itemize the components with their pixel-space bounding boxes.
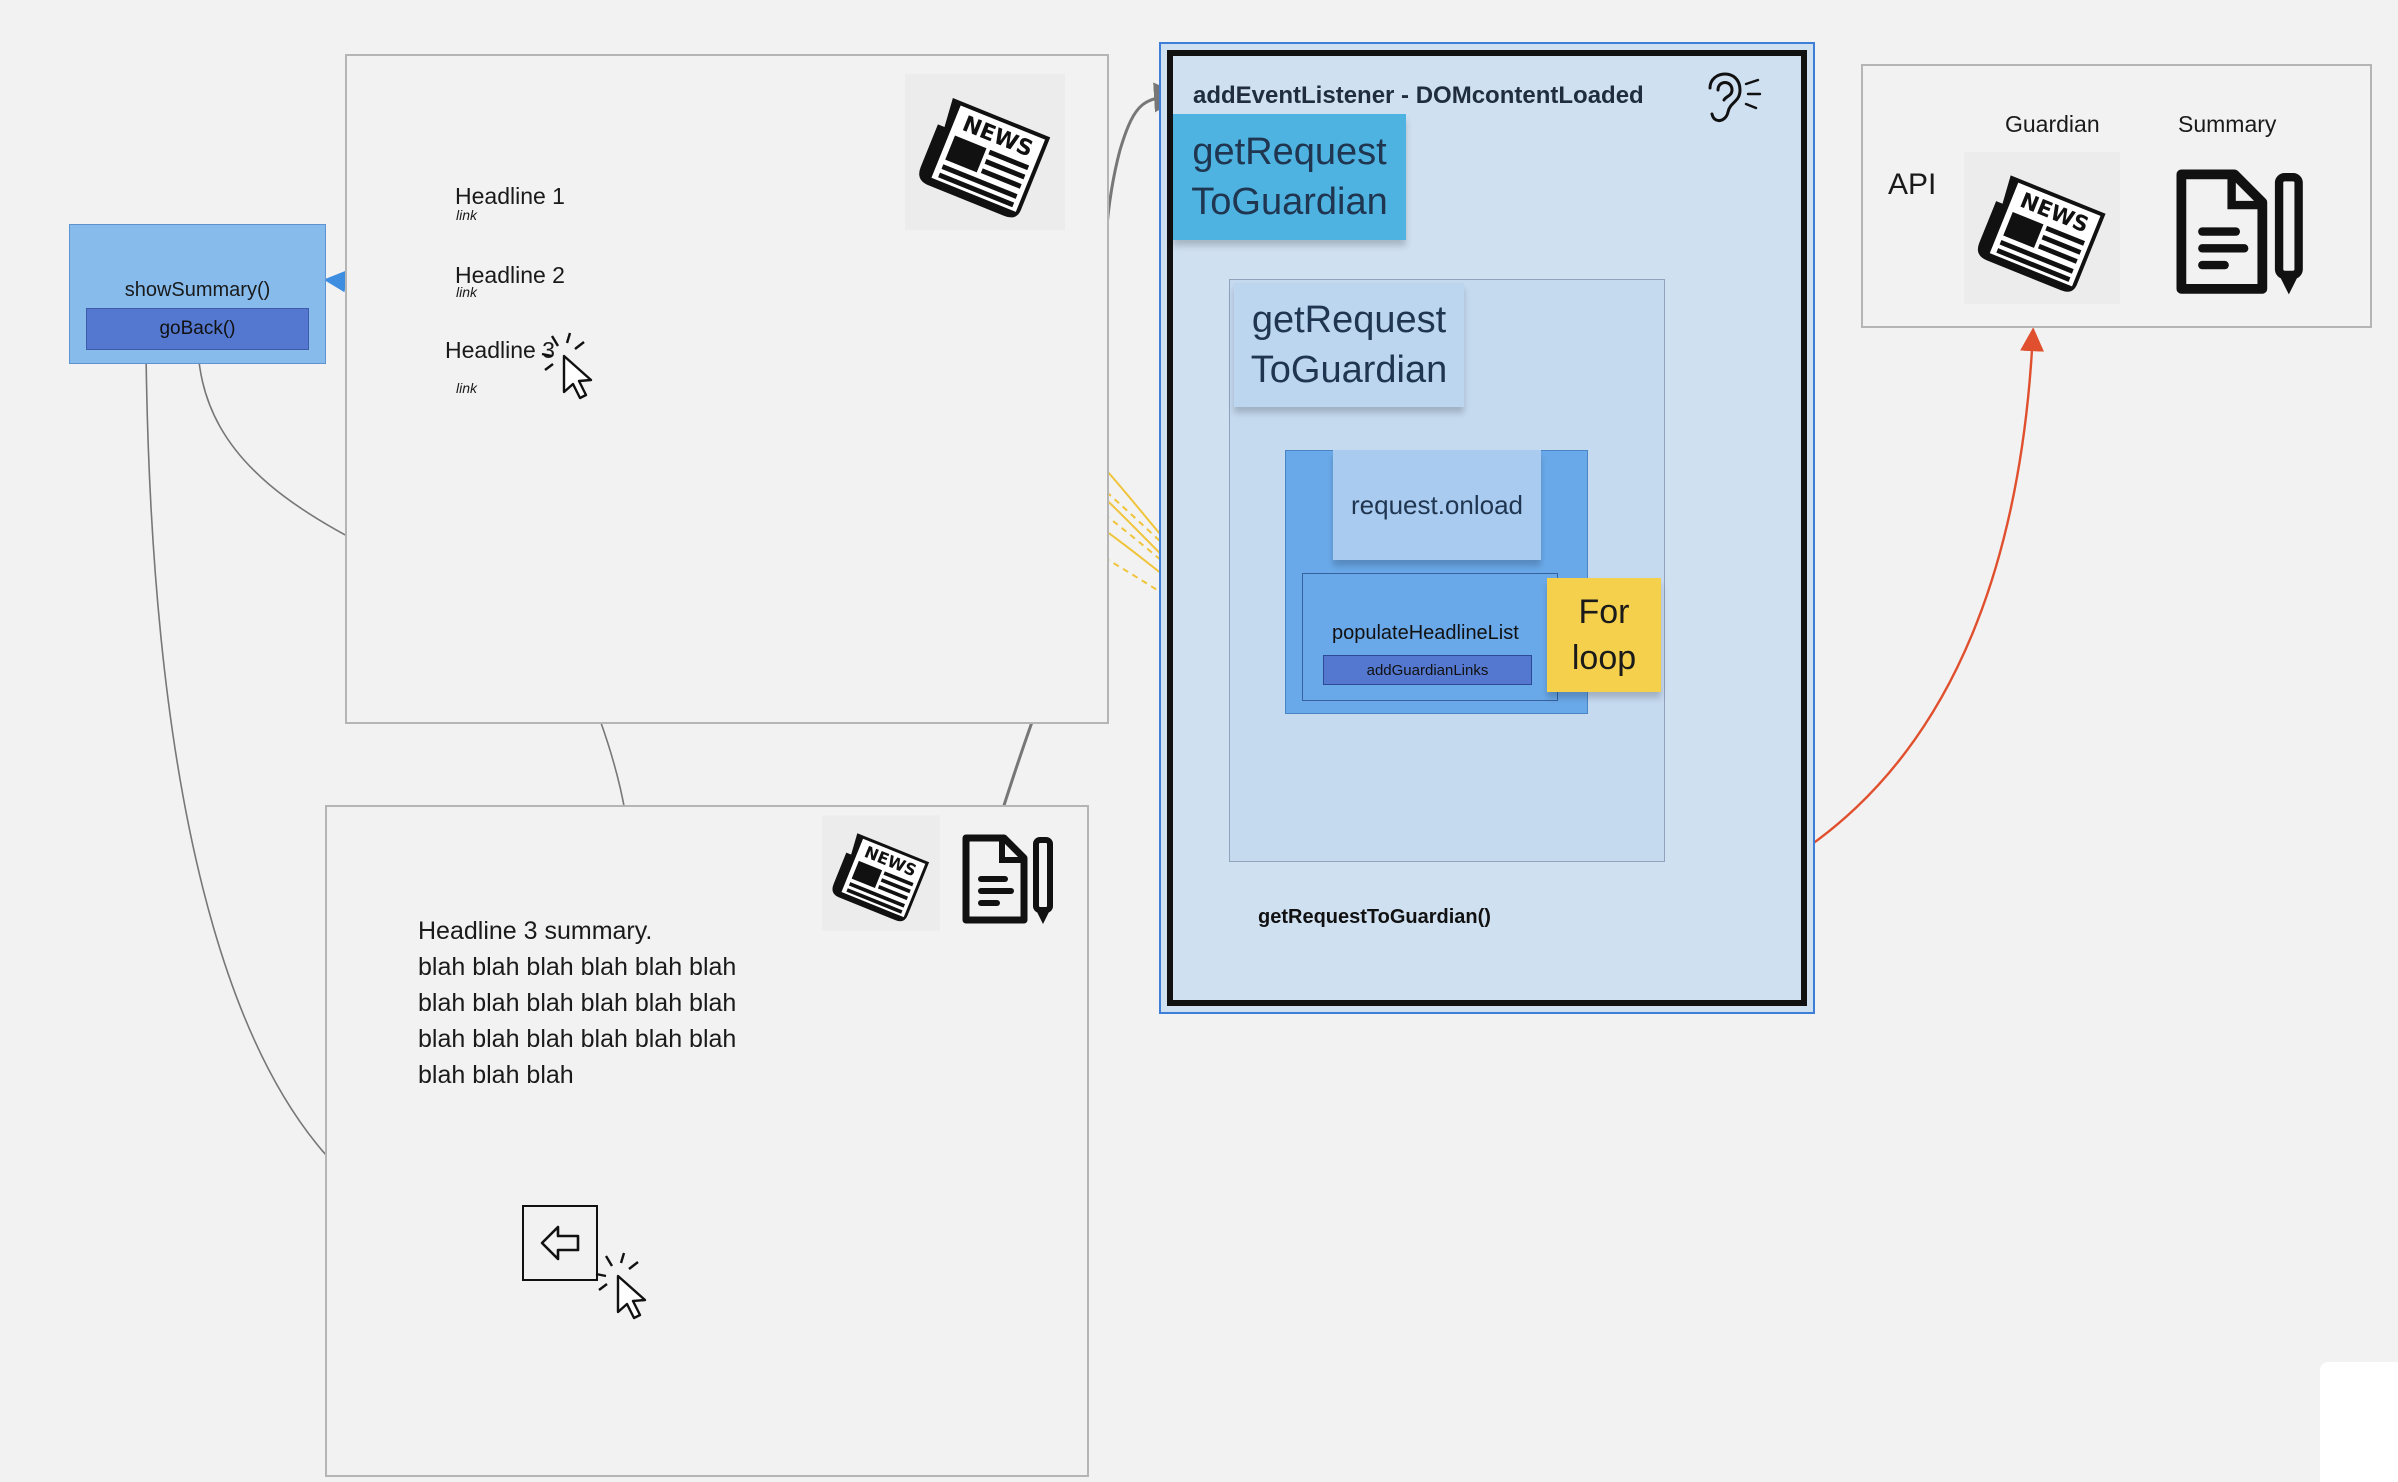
summary-line: blah blah blah blah blah blah bbox=[418, 1025, 737, 1053]
sticky-get-request-inner: getRequest ToGuardian bbox=[1234, 283, 1464, 407]
headline-2-link[interactable]: link bbox=[456, 284, 478, 300]
sticky-get-request-outer-text: getRequest ToGuardian bbox=[1191, 131, 1388, 223]
summary-label: Summary bbox=[2178, 111, 2277, 137]
go-back-button[interactable]: goBack() bbox=[86, 308, 309, 350]
sticky-get-request-outer: getRequest ToGuardian bbox=[1173, 114, 1406, 240]
document-pen-icon bbox=[958, 832, 1058, 933]
for-loop-label: For loop bbox=[1571, 593, 1637, 677]
ear-icon bbox=[1696, 62, 1764, 135]
newspaper-icon: NEWS bbox=[1964, 152, 2120, 309]
sticky-get-request-inner-text: getRequest ToGuardian bbox=[1250, 299, 1448, 391]
go-back-label: goBack() bbox=[159, 318, 236, 339]
cursor-click-icon bbox=[540, 332, 606, 407]
listener-title: addEventListener - DOMcontentLoaded bbox=[1193, 82, 1644, 109]
sticky-for-loop: For loop bbox=[1547, 578, 1661, 692]
get-request-call-label: getRequestToGuardian() bbox=[1258, 906, 1491, 928]
back-arrow-icon[interactable] bbox=[522, 1205, 598, 1286]
api-label: API bbox=[1888, 168, 1937, 201]
document-pen-icon bbox=[2170, 166, 2310, 305]
guardian-label: Guardian bbox=[2005, 111, 2100, 137]
newspaper-icon: NEWS bbox=[905, 74, 1065, 235]
corner-panel bbox=[2320, 1362, 2398, 1482]
headline-3-link[interactable]: link bbox=[456, 380, 478, 396]
summary-line: blah blah blah blah blah blah bbox=[418, 953, 737, 981]
cursor-click-icon bbox=[594, 1252, 660, 1327]
newspaper-icon: NEWS bbox=[822, 814, 940, 937]
summary-line: Headline 3 summary. bbox=[418, 917, 653, 945]
headline-3-title[interactable]: Headline 3 bbox=[445, 337, 555, 363]
summary-line: blah blah blah blah blah blah bbox=[418, 989, 737, 1017]
headline-1-link[interactable]: link bbox=[456, 207, 478, 223]
summary-text: Headline 3 summary. blah blah blah blah … bbox=[418, 913, 736, 1093]
headline-2-title[interactable]: Headline 2 bbox=[455, 262, 565, 288]
add-guardian-links-box: addGuardianLinks bbox=[1323, 655, 1532, 685]
add-guardian-links-label: addGuardianLinks bbox=[1366, 661, 1489, 679]
show-summary-label: showSummary() bbox=[124, 279, 271, 301]
sticky-request-onload: request.onload bbox=[1333, 450, 1541, 560]
summary-line: blah blah blah bbox=[418, 1061, 574, 1089]
headline-1-title[interactable]: Headline 1 bbox=[455, 183, 565, 209]
request-onload-label: request.onload bbox=[1350, 489, 1524, 520]
populate-headline-list-label: populateHeadlineList bbox=[1332, 622, 1519, 644]
summary-panel bbox=[325, 805, 1089, 1477]
